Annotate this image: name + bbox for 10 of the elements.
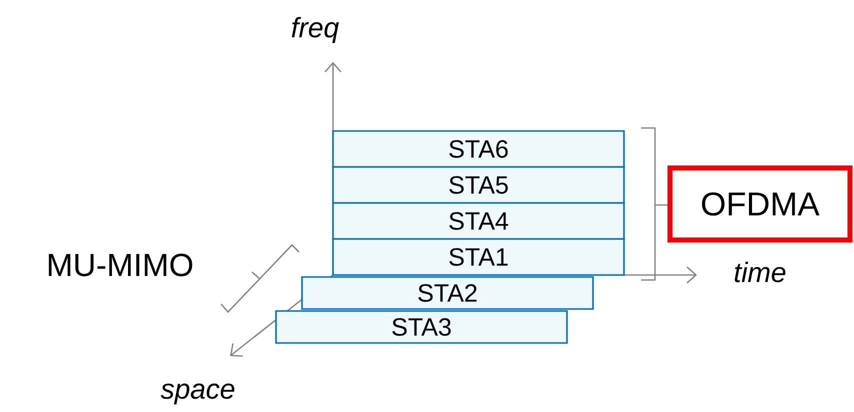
station-bar: STA5 (332, 166, 625, 204)
axis-label: space (160, 384, 234, 404)
mu-mimo-label: MU-MIMO (48, 254, 192, 276)
axis-label: freq (292, 16, 339, 44)
station-bar: STA3 (275, 310, 568, 344)
station-bar: STA6 (332, 130, 625, 168)
station-bar: STA1 (332, 238, 625, 276)
station-bar: STA4 (332, 202, 625, 240)
station-bar: STA2 (301, 276, 594, 310)
ofdma-box: OFDMA (668, 166, 852, 242)
